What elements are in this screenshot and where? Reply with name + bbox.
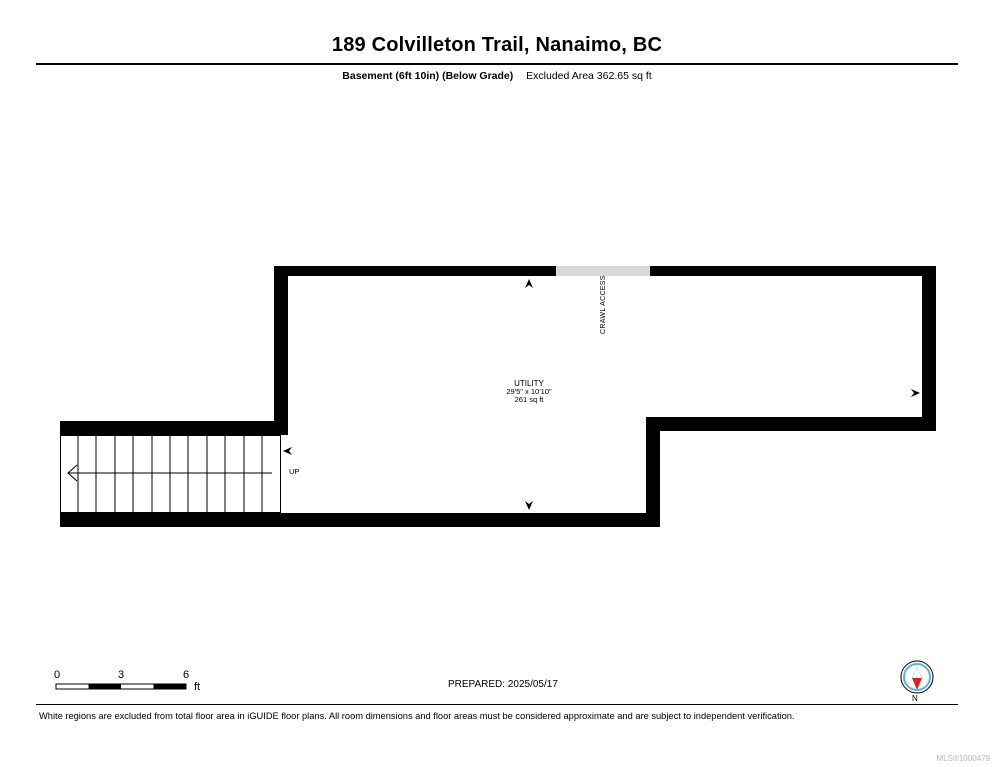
- scale-tick-3: 3: [118, 669, 125, 681]
- wall-left-upper: [274, 266, 288, 435]
- room-name: UTILITY: [514, 379, 544, 388]
- wall-top-left: [274, 266, 556, 276]
- page-title: 189 Colvilleton Trail, Nanaimo, BC: [331, 34, 663, 56]
- scale-unit: ft: [194, 681, 201, 693]
- wall-step-vertical: [646, 417, 660, 527]
- marker-top: [525, 279, 533, 288]
- room-utility: UTILITY 29'5" x 10'10" 261 sq ft: [479, 380, 579, 404]
- stair-up-label: UP: [289, 467, 300, 476]
- marker-bottom: [525, 501, 533, 510]
- excluded-area: Excluded Area 362.65 sq ft: [526, 70, 652, 82]
- crawl-access-opening: [556, 266, 650, 276]
- wall-top-right: [650, 266, 936, 276]
- room-dimensions: 29'5" x 10'10": [506, 387, 552, 396]
- scale-tick-6: 6: [183, 669, 190, 681]
- marker-left: [283, 447, 292, 455]
- scale-tick-0: 0: [54, 669, 61, 681]
- disclaimer-text: White regions are excluded from total fl…: [39, 711, 795, 721]
- marker-right: [911, 389, 920, 397]
- footer-divider: [36, 704, 958, 705]
- compass-north-label: N: [912, 694, 918, 703]
- room-area: 261 sq ft: [514, 395, 544, 404]
- walls: [60, 266, 936, 527]
- wall-step-horizontal: [646, 417, 936, 431]
- mls-watermark: MLS®1000479: [936, 754, 991, 763]
- prepared-date: PREPARED: 2025/05/17: [448, 679, 558, 690]
- crawl-access-label: CRAWL ACCESS: [600, 275, 607, 334]
- stairs: [60, 435, 281, 513]
- header-divider: [36, 63, 958, 65]
- compass-icon: [900, 660, 934, 694]
- floor-label: Basement (6ft 10in) (Below Grade): [342, 70, 514, 82]
- wall-markers: [283, 279, 920, 510]
- stair-direction-arrow: [67, 464, 78, 482]
- scale-bar: [55, 683, 187, 690]
- floor-info: Basement (6ft 10in) (Below Grade) Exclud…: [0, 70, 994, 82]
- wall-stair-top: [60, 421, 288, 435]
- wall-bottom: [60, 513, 660, 527]
- wall-right: [922, 266, 936, 431]
